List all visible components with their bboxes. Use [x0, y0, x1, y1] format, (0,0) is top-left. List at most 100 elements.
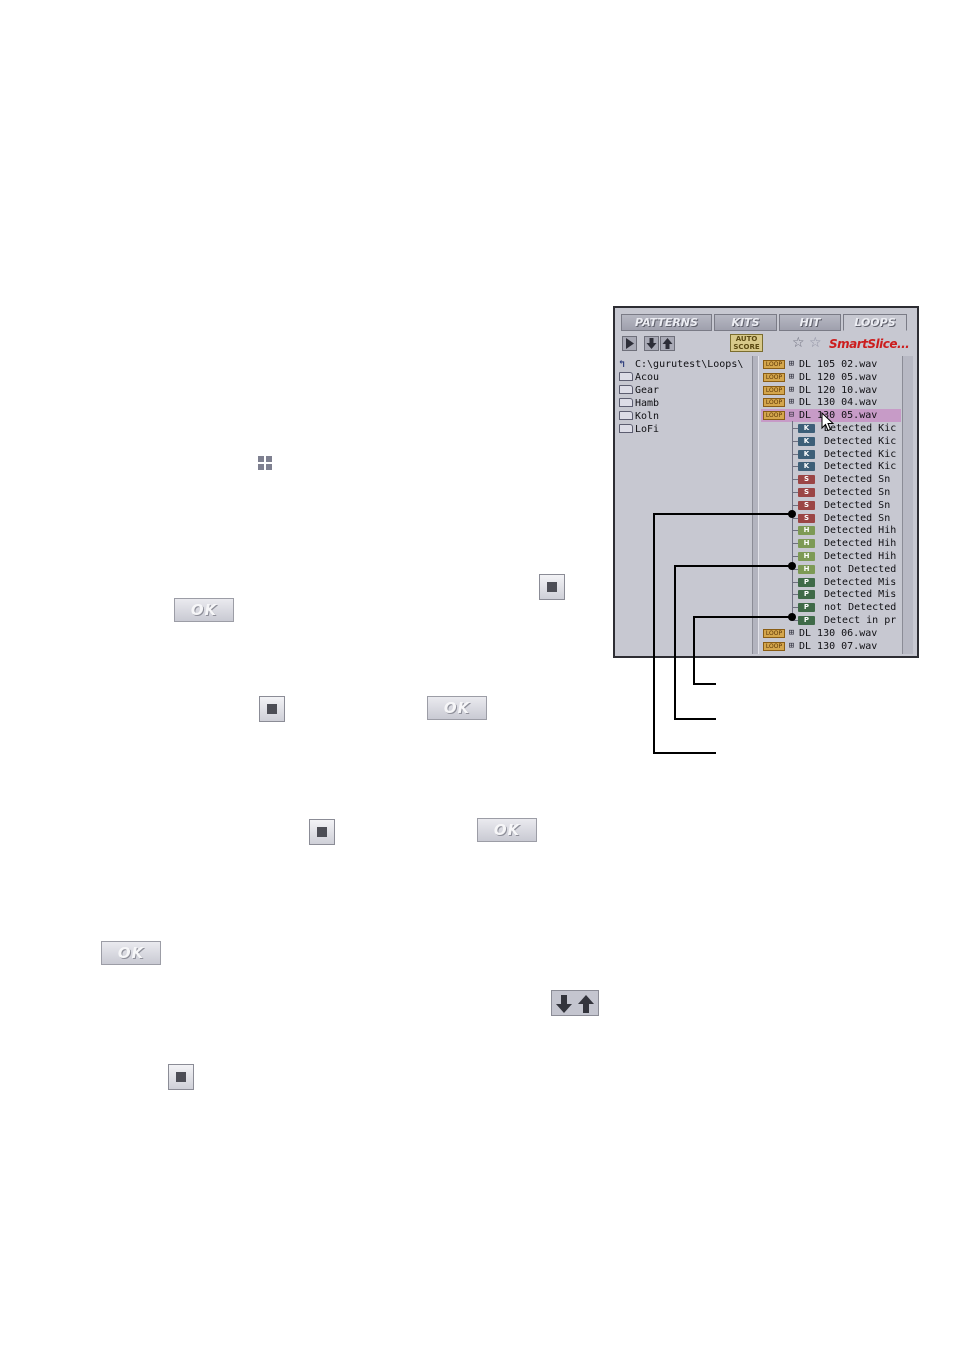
hit-name: Detected Hih [824, 538, 897, 550]
hit-name: Detected Hih [824, 525, 897, 537]
loop-badge: LOOP [763, 628, 785, 638]
ok-button[interactable]: OK [174, 598, 234, 622]
hit-type-badge: S [798, 488, 815, 497]
tab-hit[interactable]: HIT [779, 314, 841, 331]
arrow-down-icon [646, 338, 657, 349]
folder-item[interactable]: Koln [619, 410, 659, 423]
hit-name: Detected Sn [824, 512, 891, 524]
arrow-down-icon [556, 995, 572, 1013]
hit-type-badge: H [798, 539, 815, 549]
expand-icon[interactable]: ⊞ [788, 359, 795, 369]
hit-type-badge: P [798, 616, 815, 625]
folder-item[interactable]: LoFi [619, 423, 659, 436]
collapse-icon[interactable]: ⊟ [788, 410, 795, 421]
tree-connector [792, 466, 798, 468]
expand-icon[interactable]: ⊞ [788, 384, 795, 395]
hit-type-badge: P [798, 590, 815, 600]
tab-loops[interactable]: LOOPS [843, 314, 907, 331]
play-button[interactable] [622, 336, 637, 351]
ok-button[interactable]: OK [101, 941, 161, 965]
pane-divider[interactable] [752, 356, 759, 654]
tree-connector [792, 530, 798, 532]
star-filled-icon[interactable]: ☆ [809, 335, 822, 351]
loop-item[interactable]: LOOP⊞DL 130 04.wav [761, 396, 901, 409]
loop-item[interactable]: LOOP⊞DL 120 05.wav [761, 371, 901, 384]
expand-icon[interactable]: ⊞ [788, 371, 795, 382]
folder-item[interactable]: Hamb [619, 397, 659, 410]
tree-connector [792, 428, 798, 429]
move-down-button[interactable] [644, 336, 659, 351]
tab-kits[interactable]: KITS [714, 314, 777, 331]
stop-button[interactable] [168, 1064, 194, 1090]
stop-icon [176, 1072, 186, 1082]
move-down-up-buttons[interactable] [551, 990, 599, 1016]
loop-badge: LOOP [763, 372, 785, 382]
tree-connector [792, 453, 798, 455]
expand-icon[interactable]: ⊞ [788, 627, 795, 638]
loop-item[interactable]: LOOP⊞ DL 120 10.wav [761, 384, 901, 397]
tree-connector [792, 594, 798, 596]
folder-item[interactable]: Gear [619, 384, 659, 397]
stop-button[interactable] [309, 819, 335, 845]
smartslice-button[interactable]: SmartSlice... [829, 337, 910, 351]
expand-icon[interactable]: ⊞ [788, 397, 795, 408]
folder-icon [619, 398, 633, 407]
scrollbar[interactable] [902, 356, 913, 654]
hit-name: Detected Kic [824, 435, 897, 447]
parent-folder-row[interactable]: ↰C:\gurutest\Loops\ [619, 358, 743, 371]
loop-item[interactable]: LOOP⊞DL 105 02.wav [761, 358, 901, 371]
stop-button[interactable] [259, 696, 285, 722]
loop-badge: LOOP [763, 385, 785, 395]
hit-type-badge: H [798, 552, 815, 561]
hit-name: Detected Mis [824, 576, 897, 588]
auto-score-button[interactable]: AUTO SCORE [730, 334, 763, 352]
tree-connector [792, 504, 798, 506]
hit-type-badge: K [798, 449, 815, 459]
hit-item[interactable]: H Detected Hih [761, 537, 901, 550]
loop-filename: DL 130 05.wav [799, 410, 878, 422]
hit-type-badge: H [798, 564, 815, 574]
star-outline-icon[interactable]: ☆ [792, 335, 805, 351]
ok-button[interactable]: OK [427, 696, 487, 720]
folder-icon [619, 411, 633, 420]
tab-patterns[interactable]: PATTERNS [621, 314, 712, 331]
loop-badge: LOOP [763, 641, 785, 651]
hit-name: Detected Kic [824, 461, 897, 473]
loop-item-selected[interactable]: LOOP⊟ DL 130 05.wav [761, 409, 901, 423]
loop-browser-panel: PATTERNS KITS HIT LOOPS AUTO SCORE ☆ ☆ S… [613, 306, 919, 658]
loop-badge: LOOP [763, 411, 785, 421]
folder-label: Koln [635, 411, 660, 422]
move-up-button[interactable] [660, 336, 675, 351]
folder-icon [619, 372, 633, 381]
loop-item[interactable]: LOOP⊞DL 130 07.wav [761, 640, 901, 653]
stop-button[interactable] [539, 574, 565, 600]
hit-type-badge: K [798, 424, 815, 433]
expand-icon[interactable]: ⊞ [788, 640, 795, 651]
loop-filename: DL 120 10.wav [799, 384, 878, 396]
auto-score-label-2: SCORE [733, 343, 760, 351]
loop-item[interactable]: LOOP⊞DL 130 06.wav [761, 627, 901, 640]
hit-type-badge: S [798, 475, 815, 485]
auto-score-label-1: AUTO [735, 335, 758, 343]
hit-name: not Detected [824, 563, 897, 575]
ok-button[interactable]: OK [477, 818, 537, 842]
play-icon [626, 338, 634, 349]
folder-item[interactable]: Acou [619, 371, 659, 384]
tree-connector [792, 492, 798, 493]
